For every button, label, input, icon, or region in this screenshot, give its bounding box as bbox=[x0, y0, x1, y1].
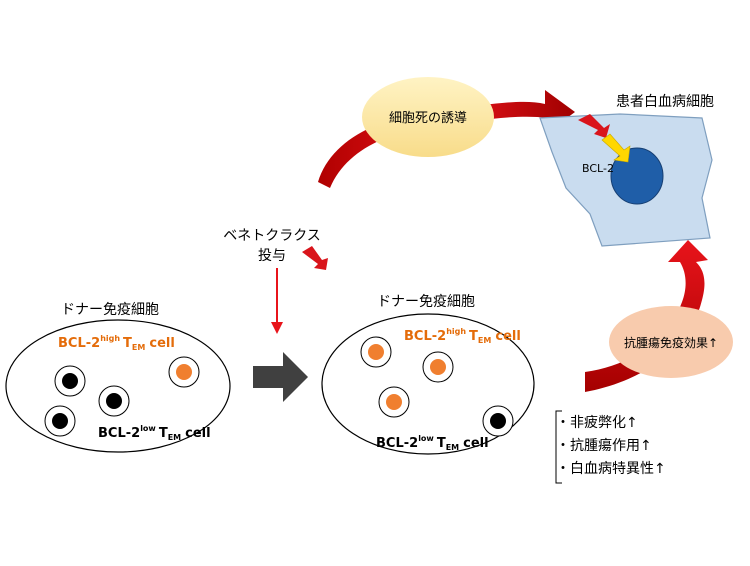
effect-item-1: ・非疲弊化↑ bbox=[556, 414, 638, 431]
left-high-cell-1 bbox=[168, 356, 200, 388]
left-low-cell-1 bbox=[54, 365, 86, 397]
right-high-cell-1 bbox=[360, 336, 392, 368]
donor-right-title: ドナー免疫細胞 bbox=[377, 294, 475, 310]
left-low-cell-3 bbox=[44, 405, 76, 437]
apoptosis-bubble bbox=[362, 77, 494, 157]
apoptosis-arc-arrow bbox=[318, 90, 575, 188]
apoptosis-bubble-label: 細胞死の誘導 bbox=[389, 111, 467, 126]
donor-left-title: ドナー免疫細胞 bbox=[61, 302, 159, 318]
effect-item-3: ・白血病特異性↑ bbox=[556, 461, 666, 477]
effects-bracket bbox=[555, 410, 562, 484]
right-low-cell-1 bbox=[482, 405, 514, 437]
bcl2-pointer-icon bbox=[601, 133, 631, 163]
right-high-cell-3 bbox=[378, 386, 410, 418]
transition-arrow bbox=[253, 352, 308, 402]
venetoclax-inhibitor-small bbox=[578, 114, 610, 138]
venetoclax-label-line2: 投与 bbox=[258, 248, 286, 264]
bcl2-label: BCL-2 bbox=[582, 162, 614, 175]
right-high-cell-2 bbox=[422, 351, 454, 383]
cell-nucleus bbox=[610, 147, 664, 205]
patient-cell-title: 患者白血病細胞 bbox=[616, 94, 714, 110]
venetoclax-down-arrow-head bbox=[271, 322, 283, 334]
venetoclax-label-line1: ベネトクラクス bbox=[223, 228, 321, 244]
venetoclax-drug-icon bbox=[302, 246, 328, 270]
antitumor-bubble bbox=[609, 306, 733, 378]
left-low-cell-2 bbox=[98, 385, 130, 417]
effect-item-2: ・抗腫瘍作用↑ bbox=[556, 437, 652, 454]
antitumor-bubble-label: 抗腫瘍免疫効果↑ bbox=[624, 335, 718, 350]
